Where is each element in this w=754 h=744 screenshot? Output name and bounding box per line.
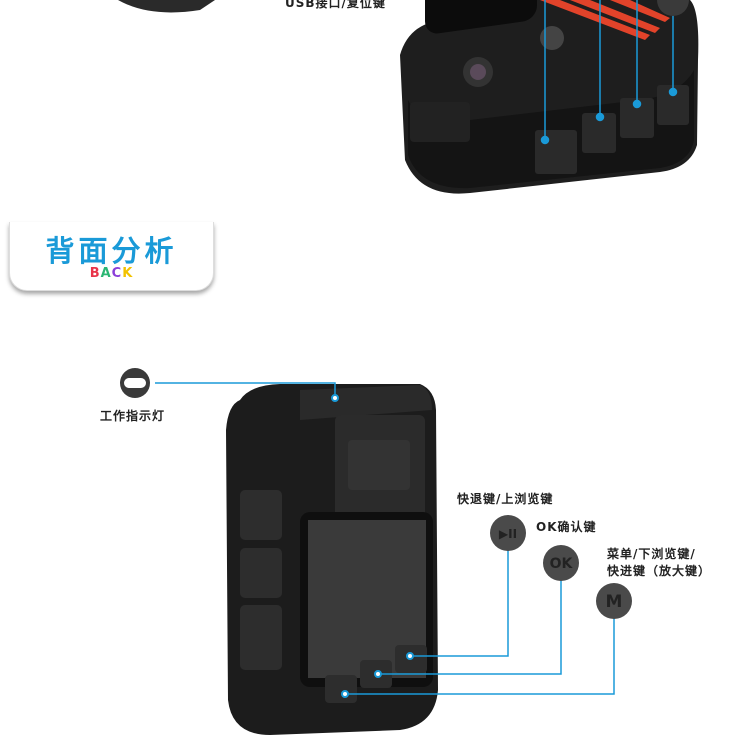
subtitle-letter: A <box>100 266 112 281</box>
back-callout-lines <box>155 382 615 695</box>
subtitle-letter: C <box>111 266 123 281</box>
camera-device-front <box>400 0 699 194</box>
power-button-icon <box>657 0 689 16</box>
camera-device-back <box>226 384 438 735</box>
subtitle-letter: K <box>122 266 134 281</box>
indicator-light-icon <box>120 368 150 398</box>
indicator-label: 工作指示灯 <box>100 409 166 423</box>
usb-label: USB接口/复位键 <box>285 0 386 10</box>
menu-label-line1: 菜单/下浏览键/ <box>607 547 696 561</box>
callout-dots <box>331 394 414 698</box>
top-callout-lines <box>540 0 678 145</box>
menu-glyph: M <box>606 592 623 612</box>
ok-button-icon <box>543 545 579 581</box>
rewind-label: 快退键/上浏览键 <box>457 492 554 506</box>
play-pause-button-icon <box>490 515 526 551</box>
subtitle-letter: B <box>89 266 101 281</box>
partial-device-top-left <box>118 0 215 13</box>
play-glyph: ▶II <box>499 527 517 541</box>
section-title: 背面分析 <box>45 234 178 268</box>
menu-label-line2: 快进键（放大键） <box>607 564 712 578</box>
menu-button-icon <box>596 583 632 619</box>
ok-label: OK确认键 <box>536 520 597 534</box>
section-badge: 背面分析 BACK <box>9 222 214 291</box>
section-subtitle: BACK <box>10 266 213 281</box>
ok-glyph: OK <box>550 556 574 572</box>
